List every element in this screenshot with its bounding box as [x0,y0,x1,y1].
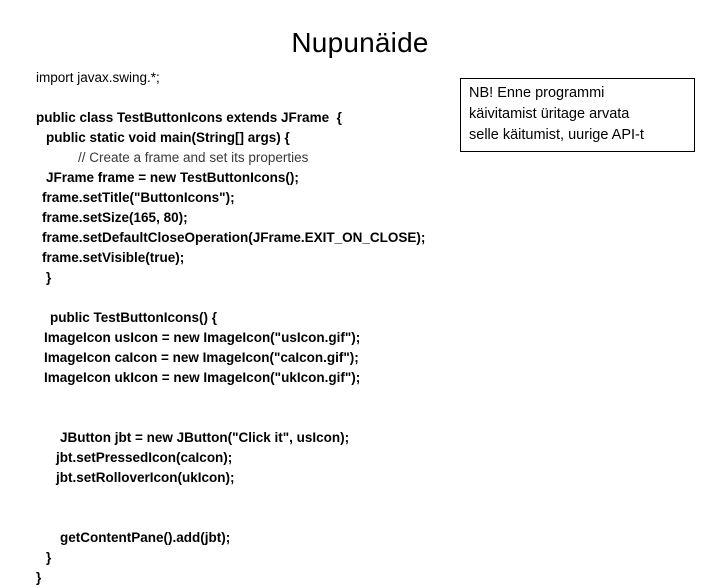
code-blank-line [0,488,720,508]
code-line: ImageIcon ukIcon = new ImageIcon("ukIcon… [44,370,361,385]
note-line: NB! Enne programmi [469,85,605,101]
code-line: JButton jbt = new JButton("Click it", us… [60,430,350,445]
code-line: JFrame frame = new TestButtonIcons(); [46,170,299,185]
code-line: } [36,570,42,585]
code-line: // Create a frame and set its properties [78,150,309,165]
code-line: getContentPane().add(jbt); [60,530,231,545]
code-line: ImageIcon caIcon = new ImageIcon("caIcon… [44,350,359,365]
code-blank-line [0,288,720,308]
code-line: public class TestButtonIcons extends JFr… [36,110,342,125]
code-line: jbt.setPressedIcon(caIcon); [56,450,233,465]
page-title: Nupunäide [291,27,429,58]
code-line: frame.setVisible(true); [42,250,185,265]
code-blank-line [0,388,720,408]
code-line: import javax.swing.*; [36,70,160,85]
code-listing: import javax.swing.*; public class TestBu… [0,68,720,588]
note-callout-box: NB! Enne programmi käivitamist üritage a… [460,78,695,152]
code-line: frame.setDefaultCloseOperation(JFrame.EX… [42,230,426,245]
note-line: selle käitumist, uurige API-t [469,127,644,143]
code-line: ImageIcon usIcon = new ImageIcon("usIcon… [44,330,361,345]
code-blank-line [0,408,720,428]
code-line: } [46,550,52,565]
note-line: käivitamist üritage arvata [469,106,630,122]
code-line: } [46,270,52,285]
code-line: jbt.setRolloverIcon(ukIcon); [56,470,235,485]
code-blank-line [0,508,720,528]
code-line: public static void main(String[] args) { [46,130,290,145]
code-line: public TestButtonIcons() { [50,310,217,325]
code-line: frame.setTitle("ButtonIcons"); [42,190,235,205]
code-line: frame.setSize(165, 80); [42,210,188,225]
